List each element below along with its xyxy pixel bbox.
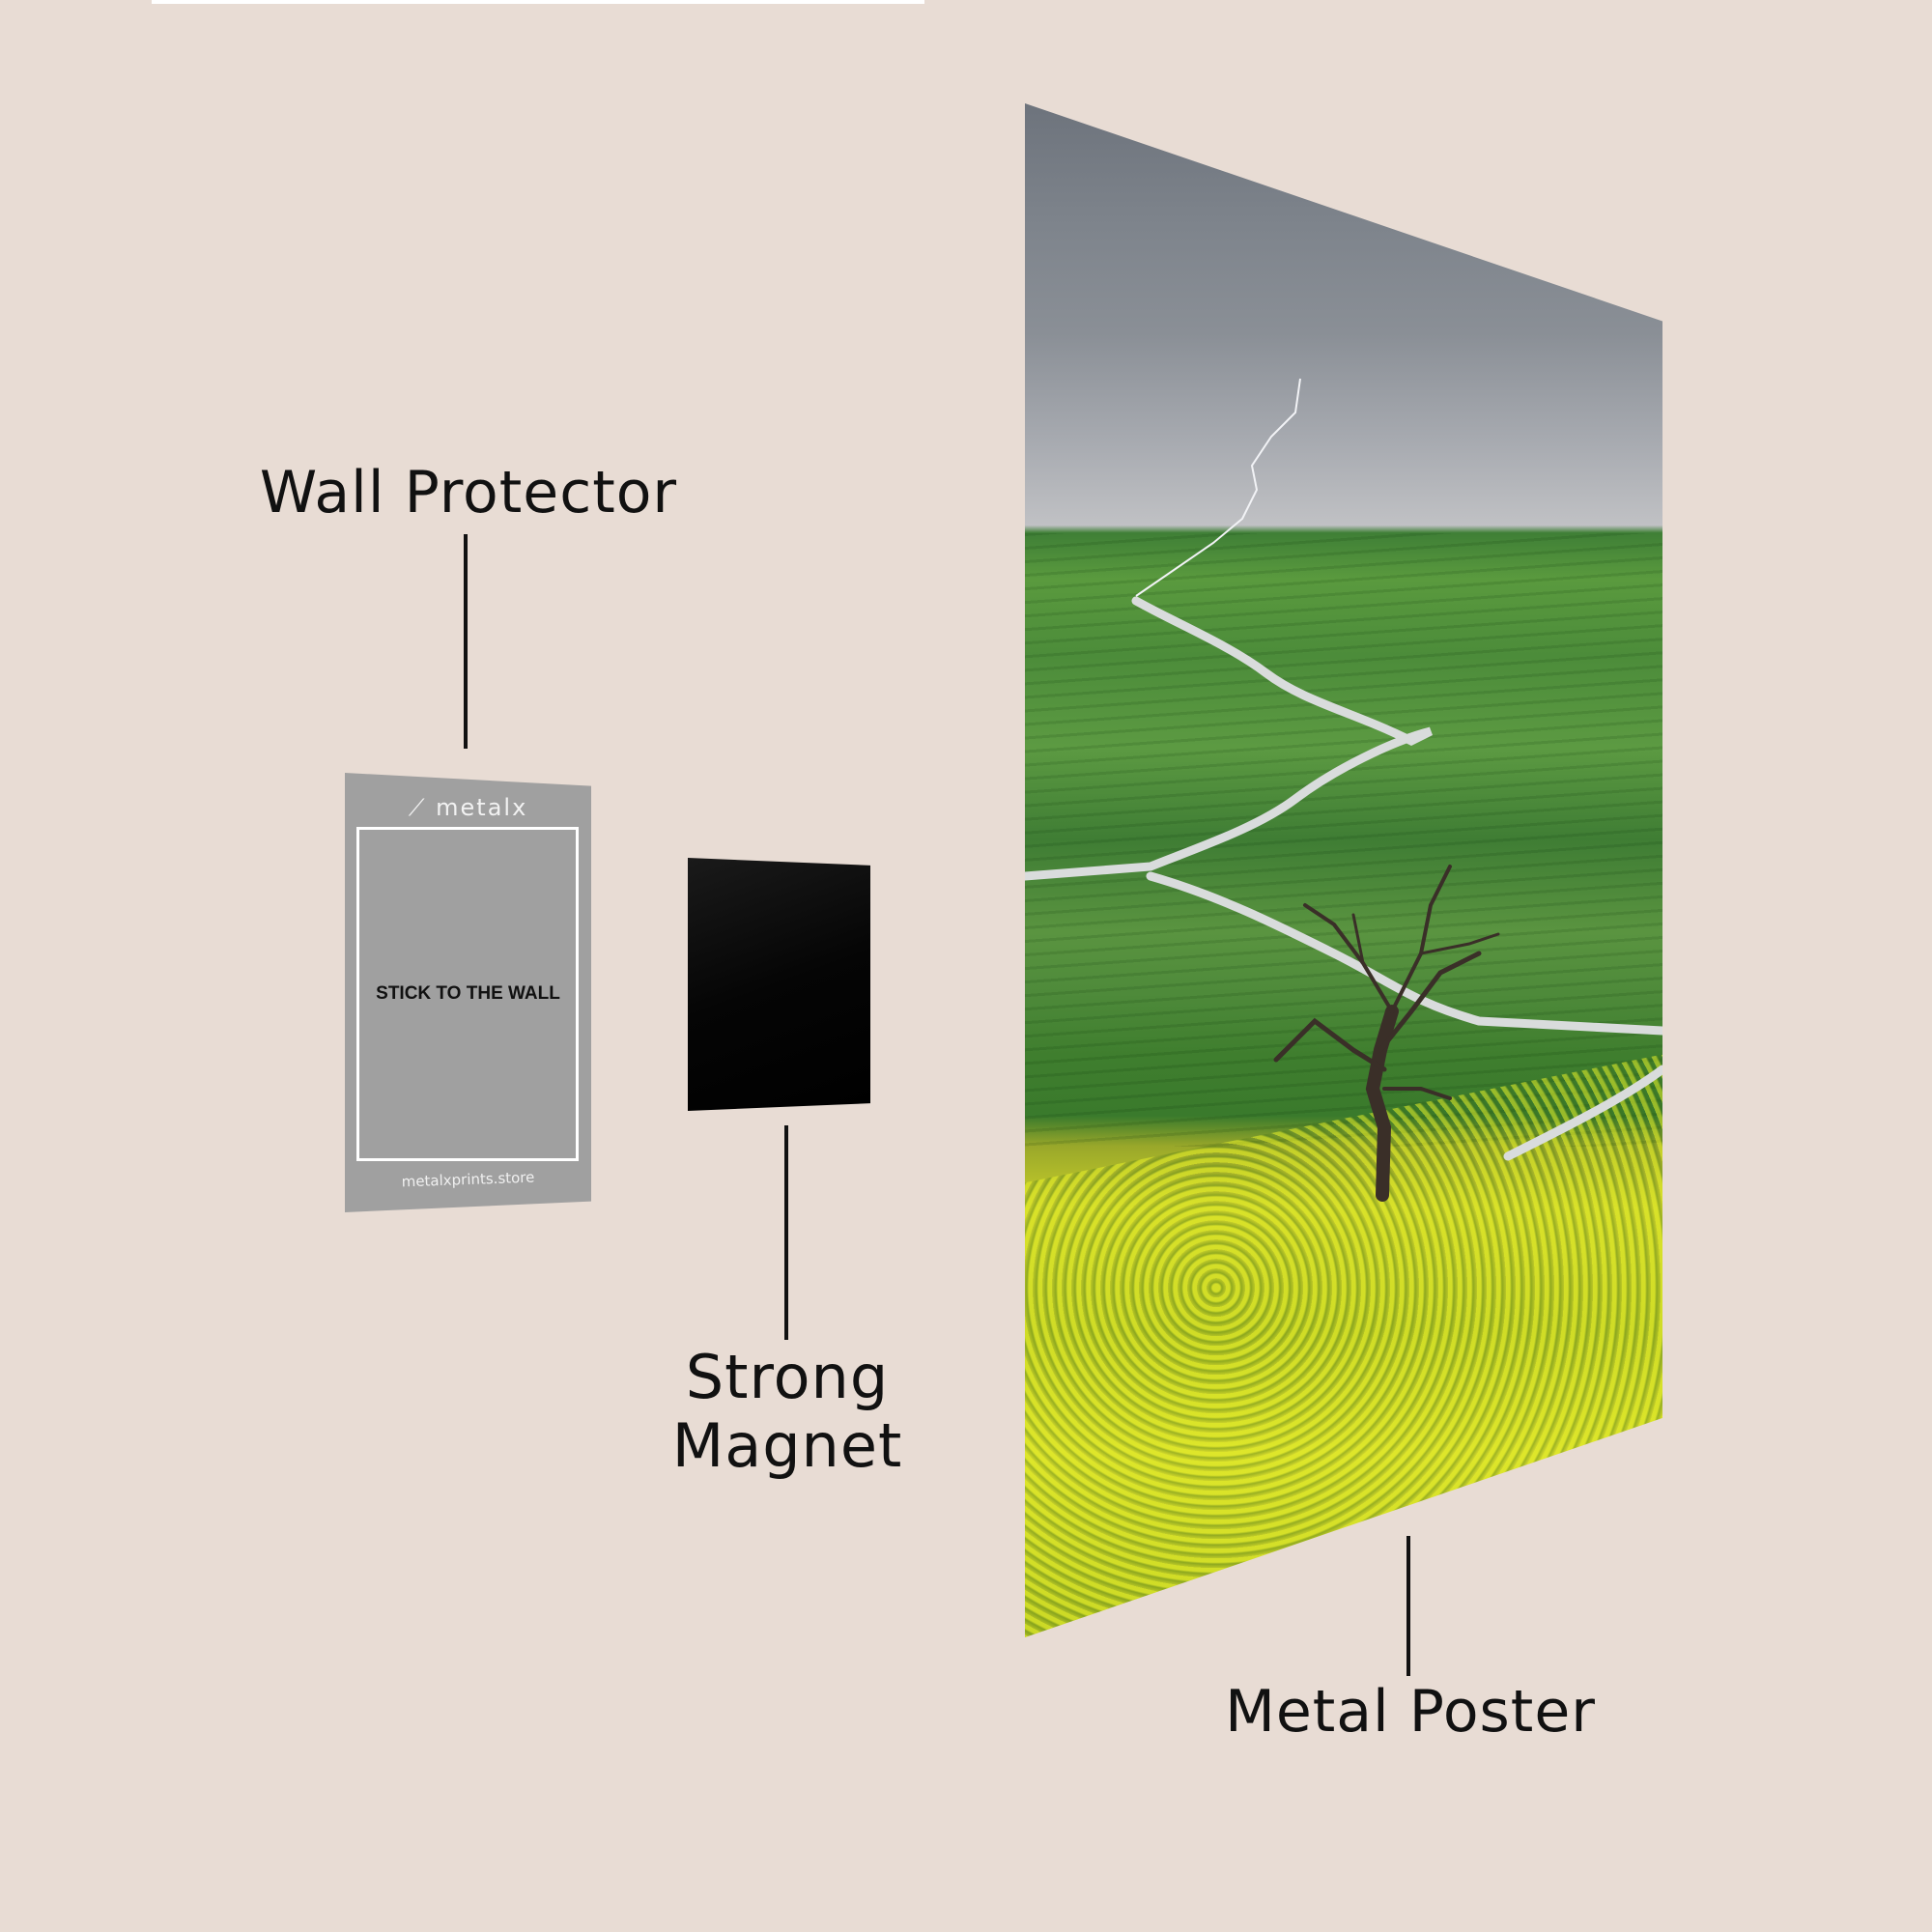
lightning-bolt bbox=[1135, 378, 1301, 597]
metal-poster-label: Metal Poster bbox=[1225, 1678, 1596, 1746]
metalx-logo: ⟋ metalx bbox=[408, 794, 528, 821]
strong-magnet-leader-line bbox=[784, 1125, 788, 1340]
winding-road bbox=[1025, 596, 1662, 1036]
strong-magnet-label: Strong Magnet bbox=[671, 1342, 903, 1482]
protector-frame-border bbox=[356, 827, 579, 1161]
wall-protector-leader-line bbox=[464, 534, 468, 749]
wall-protector-card: ⟋ metalx STICK TO THE WALL metalxprints.… bbox=[345, 773, 591, 1212]
stick-to-wall-text: STICK TO THE WALL bbox=[376, 983, 560, 1004]
top-edge-strip bbox=[152, 0, 924, 4]
website-text: metalxprints.store bbox=[401, 1168, 535, 1191]
bare-tree bbox=[1273, 865, 1500, 1202]
metal-poster-leader-line bbox=[1406, 1536, 1410, 1676]
strong-magnet-plate bbox=[688, 858, 870, 1111]
metal-poster-image bbox=[1025, 103, 1662, 1637]
wall-protector-label: Wall Protector bbox=[259, 459, 678, 526]
landscape-illustration bbox=[1025, 378, 1662, 1202]
metalx-logo-icon: ⟋ bbox=[408, 794, 437, 821]
